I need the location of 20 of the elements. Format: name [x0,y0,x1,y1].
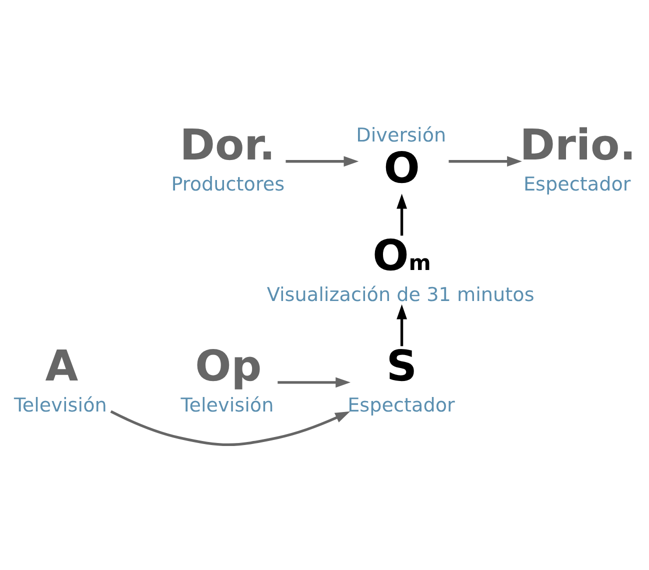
node-label: Visualización de 31 minutos [266,283,534,306]
node-label: Televisión [14,394,107,417]
node-text: Om [372,232,431,281]
node-label: Productores [171,172,285,196]
node-label: Espectador [348,394,455,417]
node-label: Espectador [523,172,631,196]
arrow [286,156,359,167]
node-text: Drio. [520,121,636,170]
node-text: Dor. [180,121,276,170]
node-label: Televisión [180,394,274,417]
node-text: Op [195,342,262,392]
arrow [448,156,522,167]
node-text: S [386,342,418,392]
arrow [396,194,408,236]
node-label: Diversión [356,124,446,147]
arrow [110,410,350,446]
arrow [278,377,351,388]
arrow [396,304,408,346]
node-text: O [384,144,420,194]
node-text: A [45,342,78,392]
